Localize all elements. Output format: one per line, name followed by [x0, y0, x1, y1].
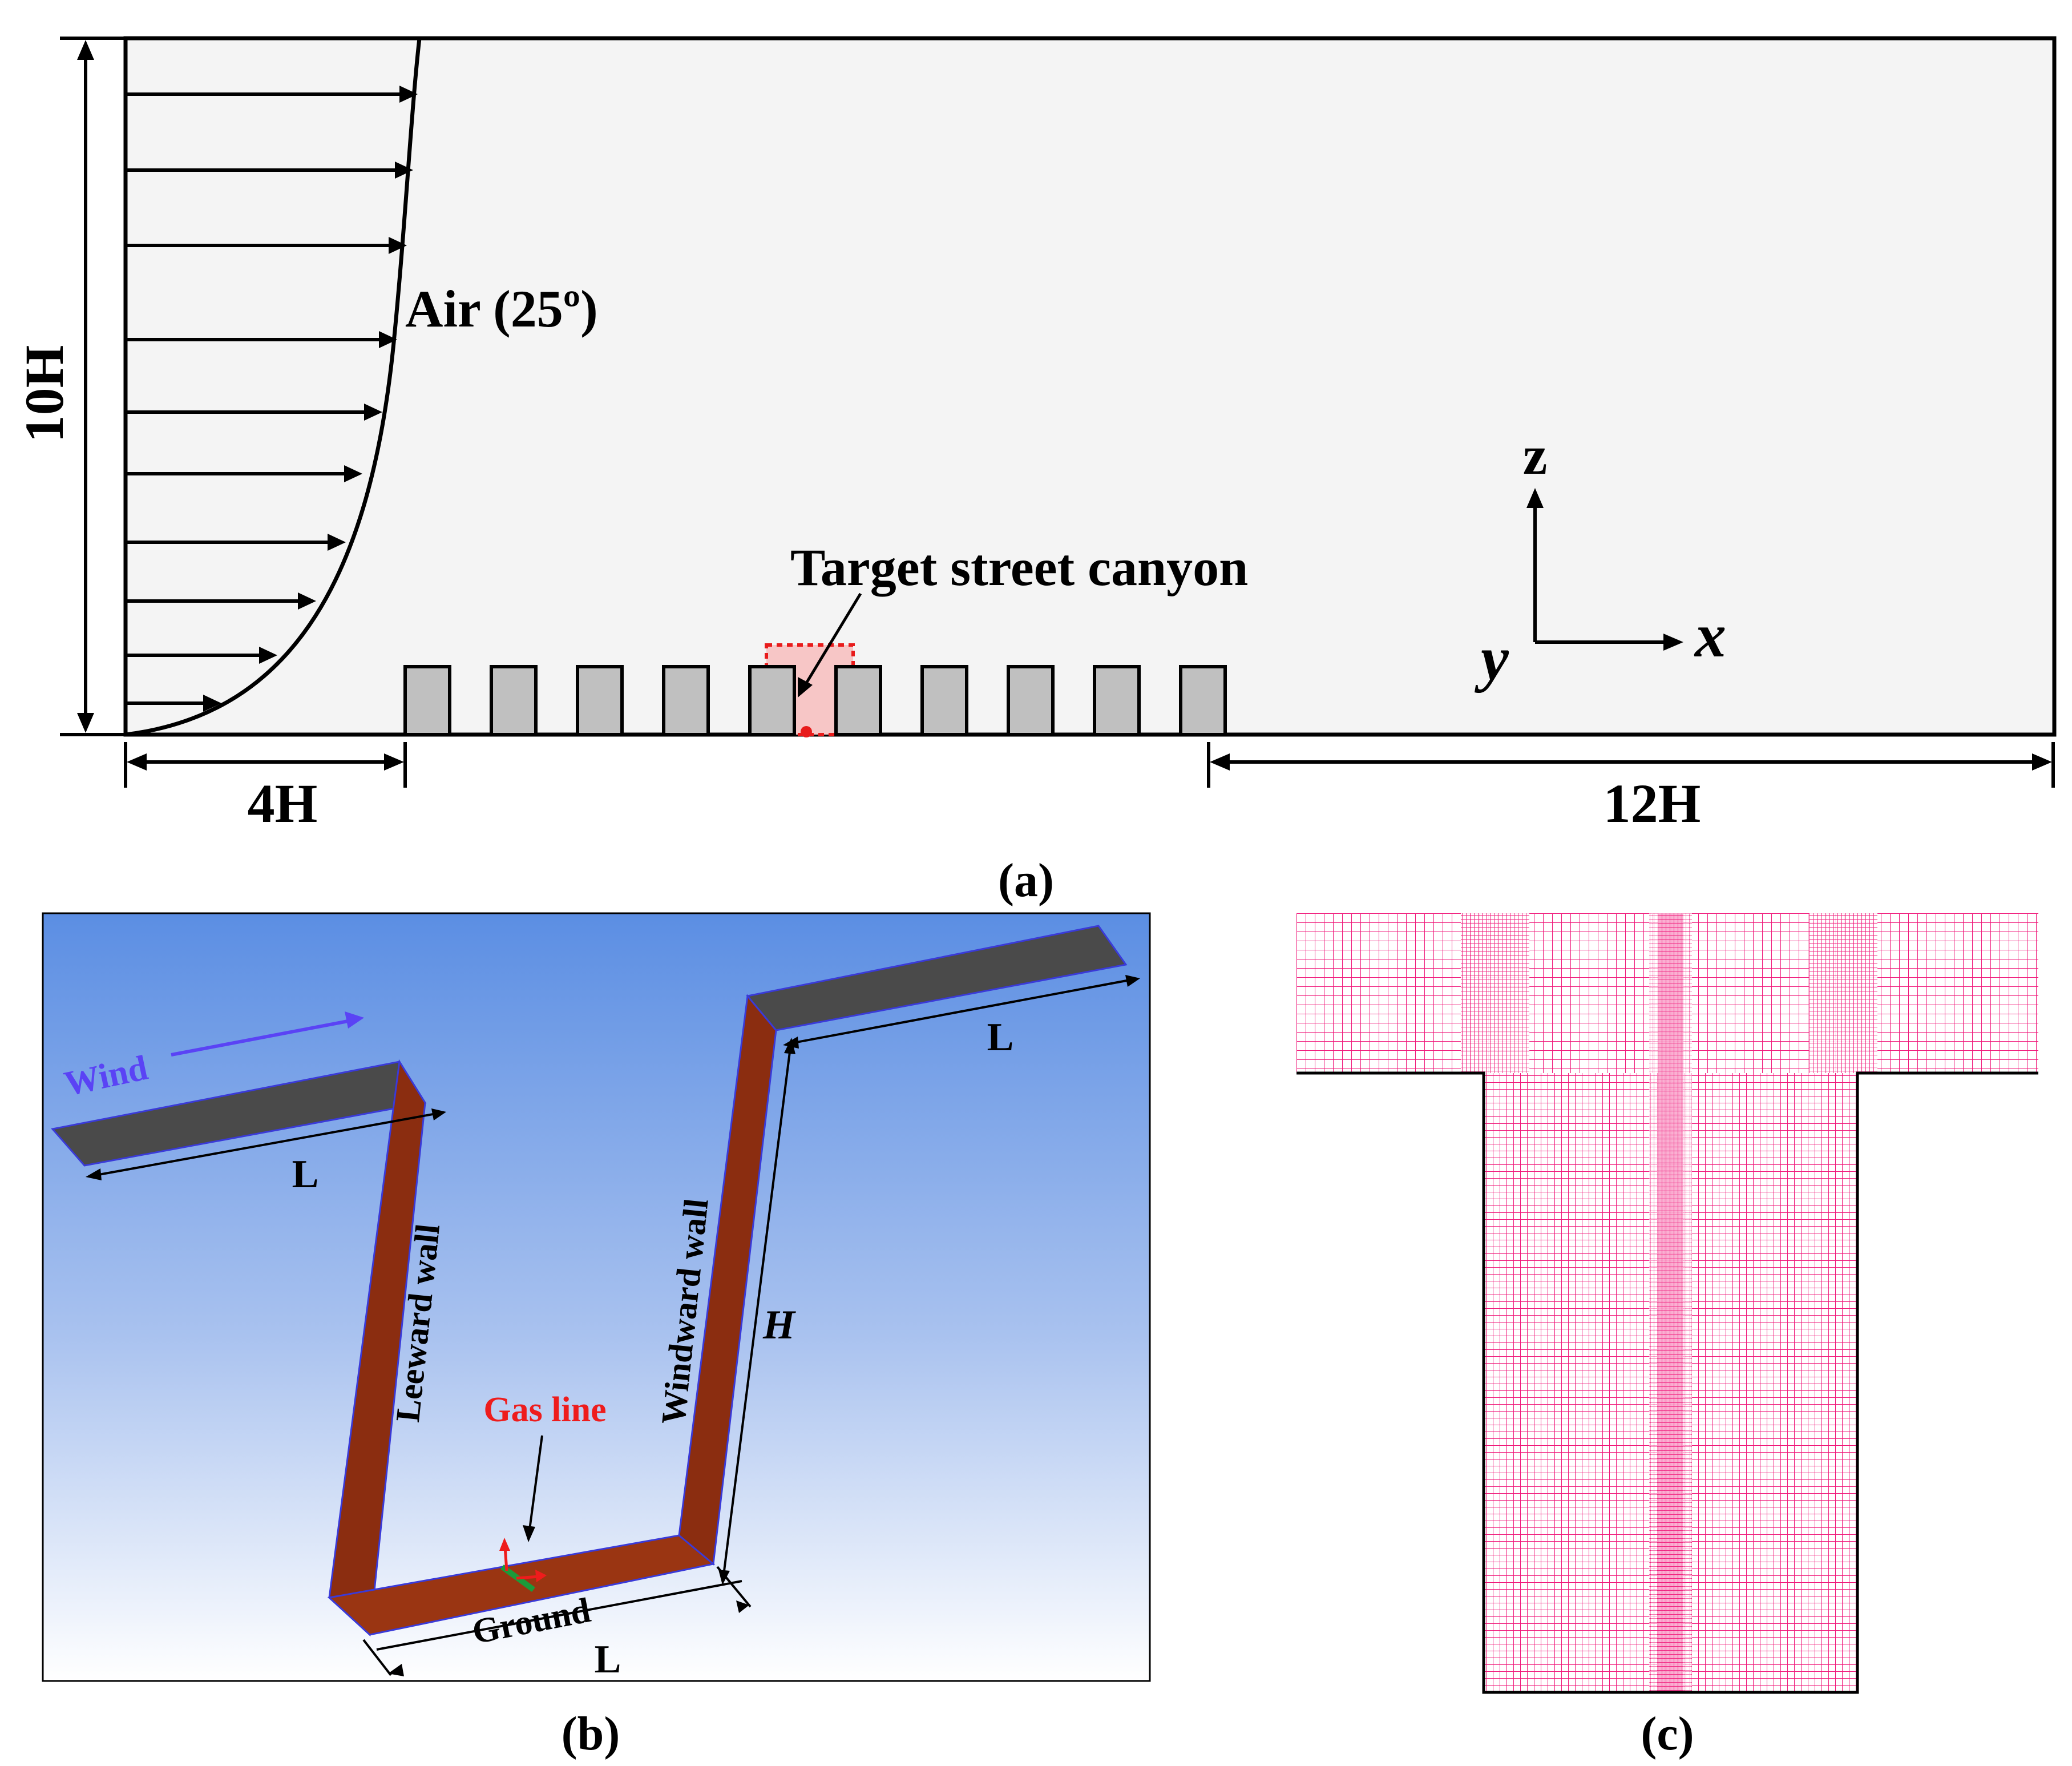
building-block	[1007, 665, 1055, 736]
mesh-refined-column	[1809, 913, 1877, 1073]
building-block	[662, 665, 710, 736]
coordinate-axes	[1526, 488, 1683, 651]
building-block	[1179, 665, 1227, 736]
downstream-dimension	[1207, 742, 2055, 788]
panel-a: 10H Air (25º) Target street canyon z x y	[14, 36, 2057, 907]
arrowhead	[259, 647, 277, 664]
gas-line-marker	[499, 1538, 547, 1592]
building-block	[834, 665, 882, 736]
right-roof-label: L	[987, 1015, 1014, 1059]
wall-height-dimension	[718, 1038, 795, 1585]
axis-x-label: x	[1694, 600, 1726, 670]
arrowhead	[203, 695, 221, 712]
inflow-arrows	[127, 92, 406, 705]
computational-domain	[123, 36, 2057, 737]
building-block	[490, 665, 538, 736]
gas-line-label: Gas line	[483, 1390, 606, 1429]
arrowhead	[364, 404, 382, 421]
arrowhead	[399, 86, 418, 103]
target-label: Target street canyon	[790, 538, 1248, 596]
ground-dimension	[362, 1566, 752, 1676]
arrowhead	[379, 331, 397, 348]
building-block	[1093, 665, 1141, 736]
ground-length-label: L	[595, 1638, 621, 1682]
height-label: 10H	[14, 345, 75, 443]
gas-point-marker	[801, 726, 812, 737]
downstream-label: 12H	[1604, 773, 1701, 834]
mesh-centre-band-edge	[1649, 913, 1692, 1692]
wind-arrow	[171, 1011, 364, 1057]
left-roof-label: L	[292, 1152, 319, 1196]
inflow-arrowheads	[203, 86, 418, 712]
target-pointer-arrow	[798, 592, 862, 697]
gas-line-pointer	[523, 1435, 543, 1542]
right-roof	[746, 925, 1128, 1031]
building-block	[403, 665, 451, 736]
buildings	[403, 665, 1227, 736]
mesh-refined-column	[1461, 913, 1529, 1073]
arrowhead	[328, 534, 346, 551]
panel-c: (c)	[1296, 913, 2038, 1760]
velocity-profile-curve	[125, 38, 422, 737]
axis-z-label: z	[1523, 425, 1548, 486]
left-roof-dimension	[86, 1108, 446, 1180]
building-block	[920, 665, 968, 736]
building-block	[748, 665, 796, 736]
mesh-boundary	[1296, 1071, 2038, 1694]
arrowhead	[389, 237, 407, 254]
caption-c: (c)	[1641, 1707, 1694, 1760]
panel-b: Wind L L H L	[42, 912, 1151, 1760]
arrowhead	[298, 592, 316, 610]
arrowhead	[344, 465, 362, 482]
height-dimension	[60, 37, 126, 736]
air-label: Air (25º)	[405, 280, 598, 338]
upstream-dimension	[124, 742, 407, 788]
wall-height-label: H	[762, 1302, 796, 1348]
caption-a: (a)	[998, 854, 1054, 907]
arrowhead	[395, 162, 413, 179]
building-block	[576, 665, 624, 736]
upstream-label: 4H	[248, 773, 318, 834]
caption-b: (b)	[562, 1707, 620, 1760]
